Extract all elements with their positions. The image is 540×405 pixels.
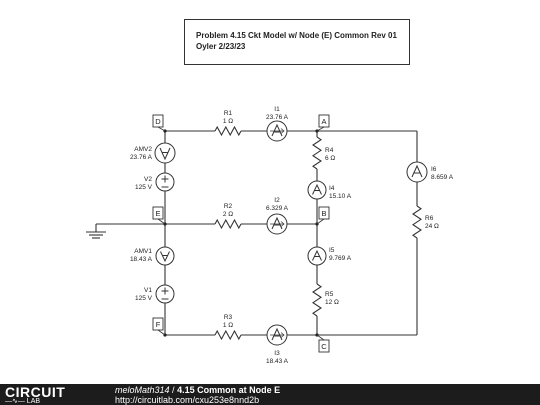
voltage-source-v1 bbox=[155, 284, 175, 304]
node-tag-b: B bbox=[316, 206, 330, 225]
ammeter-amv1 bbox=[155, 246, 175, 266]
title-line-2: Oyler 2/23/23 bbox=[196, 42, 246, 51]
r5-name: R5 bbox=[325, 291, 334, 298]
resistor-r3 bbox=[214, 329, 242, 341]
i2-name: I2 bbox=[274, 197, 280, 204]
i5-name: I5 bbox=[329, 247, 335, 254]
node-label: E bbox=[155, 209, 160, 218]
node-tag-f: F bbox=[152, 317, 166, 336]
r2-value: 2 Ω bbox=[223, 211, 233, 218]
ammeter-i5 bbox=[307, 246, 327, 266]
r5-value: 12 Ω bbox=[325, 299, 339, 306]
junction-dots bbox=[163, 129, 319, 337]
r4-name: R4 bbox=[325, 147, 334, 154]
amv1-name: AMV1 bbox=[134, 248, 152, 255]
ammeter-i6 bbox=[406, 161, 428, 183]
node-tag-a: A bbox=[316, 114, 330, 132]
footer-url[interactable]: http://circuitlab.com/cxu253e8nnd2b bbox=[115, 395, 260, 405]
i1-name: I1 bbox=[274, 106, 280, 113]
resistor-r5 bbox=[312, 283, 322, 317]
resistor-r2 bbox=[214, 218, 242, 230]
ammeter-i3 bbox=[266, 324, 288, 346]
footer-separator: / bbox=[169, 385, 178, 395]
resistor-r1 bbox=[214, 125, 242, 137]
wires bbox=[86, 130, 418, 336]
resistor-r4 bbox=[312, 136, 322, 170]
r3-value: 1 Ω bbox=[223, 322, 233, 329]
node-tag-e: E bbox=[152, 206, 166, 225]
i3-name: I3 bbox=[274, 350, 280, 357]
footer-user[interactable]: meloMath314 bbox=[115, 385, 170, 395]
amv1-reading: 18.43 A bbox=[130, 256, 153, 263]
ammeter-i4 bbox=[307, 180, 327, 200]
v2-name: V2 bbox=[144, 176, 152, 183]
r6-value: 24 Ω bbox=[425, 223, 439, 230]
r4-value: 6 Ω bbox=[325, 155, 335, 162]
i5-reading: 9.769 A bbox=[329, 255, 352, 262]
ammeter-i1 bbox=[266, 120, 288, 142]
logo-text-bottom: —∿— LAB bbox=[5, 398, 41, 405]
ammeter-i2 bbox=[266, 213, 288, 235]
r3-name: R3 bbox=[224, 314, 233, 321]
v1-name: V1 bbox=[144, 287, 152, 294]
logo-text-top: CIRCUIT bbox=[5, 384, 66, 400]
amv2-reading: 23.76 A bbox=[130, 154, 153, 161]
i6-reading: 8.659 A bbox=[431, 174, 454, 181]
node-label: D bbox=[155, 117, 161, 126]
i2-reading: 6.329 A bbox=[266, 205, 289, 212]
node-label: C bbox=[321, 342, 327, 351]
node-label: F bbox=[156, 320, 161, 329]
i4-name: I4 bbox=[329, 185, 335, 192]
node-tag-d: D bbox=[152, 114, 166, 132]
footer-title-line: meloMath314 / 4.15 Common at Node E bbox=[115, 385, 280, 395]
node-tag-c: C bbox=[316, 334, 330, 353]
r1-value: 1 Ω bbox=[223, 118, 233, 125]
r1-name: R1 bbox=[224, 110, 233, 117]
amv2-name: AMV2 bbox=[134, 146, 152, 153]
footer-circuit-title: 4.15 Common at Node E bbox=[177, 385, 281, 395]
node-label: A bbox=[321, 117, 326, 126]
v1-value: 125 V bbox=[135, 295, 153, 302]
i6-name: I6 bbox=[431, 166, 437, 173]
i3-reading: 18.43 A bbox=[266, 358, 289, 365]
title-box: Problem 4.15 Ckt Model w/ Node (E) Commo… bbox=[184, 19, 410, 65]
title-line-1: Problem 4.15 Ckt Model w/ Node (E) Commo… bbox=[196, 31, 397, 40]
ammeter-amv2 bbox=[154, 142, 176, 164]
node-label: B bbox=[321, 209, 326, 218]
footer-bar: CIRCUIT —∿— LAB meloMath314 / 4.15 Commo… bbox=[0, 384, 540, 405]
i1-reading: 23.76 A bbox=[266, 114, 289, 121]
resistor-r6 bbox=[412, 205, 422, 239]
v2-value: 125 V bbox=[135, 184, 153, 191]
r2-name: R2 bbox=[224, 203, 233, 210]
r6-name: R6 bbox=[425, 215, 434, 222]
voltage-source-v2 bbox=[155, 172, 175, 192]
i4-reading: 15.10 A bbox=[329, 193, 352, 200]
